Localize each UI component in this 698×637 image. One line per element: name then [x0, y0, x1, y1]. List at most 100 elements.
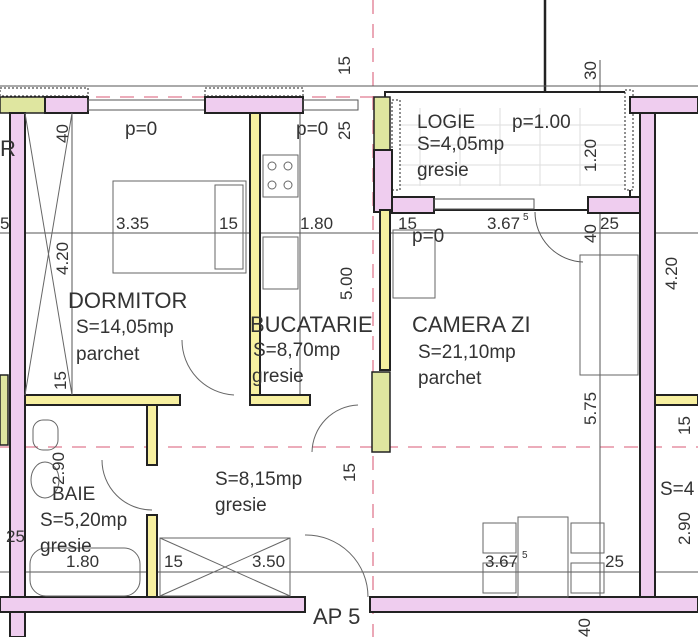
room-hol: S=8,15mp gresie [215, 469, 302, 516]
room-name: DORMITOR [68, 288, 187, 313]
level-label: p=0 [412, 226, 444, 247]
room-area: S=4,05mp [417, 134, 504, 155]
room-baie: BAIE S=5,20mp gresie [40, 484, 127, 557]
dimension-labels: 3.35 15 1.80 15 3.67 5 25 40 4.20 15 25 … [0, 56, 694, 637]
room-name: BUCATARIE [250, 312, 373, 337]
washbasin [30, 461, 60, 499]
stove [262, 154, 299, 198]
svg-text:15: 15 [340, 463, 359, 482]
hatched-wall [0, 96, 46, 114]
svg-text:5: 5 [0, 214, 9, 233]
svg-text:15: 15 [398, 214, 417, 233]
insulation [624, 89, 634, 191]
toilet [32, 419, 59, 451]
room-floor: gresie [215, 495, 267, 516]
wall [44, 96, 89, 114]
room-name: BAIE [52, 484, 95, 505]
room-area: S=8,70mp [253, 340, 340, 361]
wall-baie [146, 404, 158, 466]
apartment-label: AP 5 [313, 604, 360, 629]
svg-text:30: 30 [581, 61, 600, 80]
dimension-lines [0, 60, 698, 600]
bathtub [29, 547, 141, 597]
wall [587, 196, 641, 214]
svg-text:25: 25 [605, 552, 624, 571]
wall-bottom [369, 596, 698, 613]
svg-text:2.90: 2.90 [675, 512, 694, 545]
partial-room-label: R [0, 136, 16, 161]
room-area: S=5,20mp [40, 510, 127, 531]
window [302, 99, 359, 111]
wall-bucatarie-camera [379, 209, 391, 371]
wall [391, 196, 435, 214]
table [517, 516, 569, 598]
window [87, 99, 206, 111]
svg-text:1.80: 1.80 [300, 214, 333, 233]
insulation [0, 87, 89, 97]
window [433, 198, 535, 210]
bed [112, 180, 247, 274]
sink [262, 236, 299, 290]
svg-text:40: 40 [575, 618, 594, 637]
svg-text:5.00: 5.00 [337, 267, 356, 300]
insulation [391, 99, 401, 191]
room-name: CAMERA ZI [412, 312, 531, 337]
furniture [24, 112, 639, 598]
room-area: S=21,10mp [418, 342, 516, 363]
svg-text:25: 25 [6, 527, 25, 546]
level-label: p=0 [296, 119, 328, 140]
room-floor: gresie [417, 160, 469, 181]
svg-text:40: 40 [53, 124, 72, 143]
svg-text:40: 40 [581, 224, 600, 243]
svg-text:15: 15 [675, 416, 694, 435]
door-swing [534, 211, 584, 263]
wall-bucatarie [249, 394, 311, 406]
hatched-wall [373, 96, 391, 151]
svg-text:3.50: 3.50 [252, 552, 285, 571]
wall [373, 149, 393, 213]
svg-text:4.20: 4.20 [662, 257, 681, 290]
wall-left [9, 112, 26, 637]
svg-text:2.90: 2.90 [49, 452, 68, 485]
room-camera-zi: p=0 CAMERA ZI S=21,10mp parchet [412, 226, 531, 389]
wall-right [639, 112, 656, 604]
wall [204, 96, 304, 114]
svg-text:3.35: 3.35 [116, 214, 149, 233]
room-area: S=8,15mp [215, 469, 302, 490]
svg-text:15: 15 [164, 552, 183, 571]
svg-text:25: 25 [600, 214, 619, 233]
svg-text:15: 15 [51, 371, 70, 390]
room-floor: gresie [40, 536, 92, 557]
wall [629, 96, 698, 114]
svg-text:5: 5 [523, 212, 529, 223]
svg-text:15: 15 [219, 214, 238, 233]
wall-baie [146, 514, 158, 601]
room-area: S=14,05mp [76, 317, 174, 338]
level-label: p=0 [125, 119, 157, 140]
svg-text:1.20: 1.20 [581, 139, 600, 172]
insulation [204, 87, 304, 97]
hatched-wall [371, 371, 391, 453]
level-label: p=1.00 [512, 112, 571, 133]
svg-text:4.20: 4.20 [53, 242, 72, 275]
svg-text:15: 15 [335, 56, 354, 75]
wall-dormitor-baie [24, 394, 181, 406]
room-floor: parchet [418, 368, 482, 389]
wall-yellow [654, 394, 698, 406]
svg-text:3.67: 3.67 [485, 552, 518, 571]
room-name: LOGIE [417, 112, 475, 133]
tile-grid [400, 108, 625, 186]
hatched-wall [0, 374, 9, 446]
room-logie: LOGIE p=1.00 S=4,05mp gresie [417, 112, 571, 181]
svg-text:3.67: 3.67 [487, 214, 520, 233]
room-floor: parchet [76, 344, 140, 365]
svg-text:1.80: 1.80 [66, 552, 99, 571]
svg-text:25: 25 [335, 121, 354, 140]
room-floor: gresie [252, 366, 304, 387]
room-dormitor: p=0 DORMITOR S=14,05mp parchet [68, 119, 187, 365]
wall-bottom [0, 596, 306, 613]
svg-text:5: 5 [522, 550, 528, 561]
partial-room-label: S=4 [660, 479, 695, 500]
svg-text:5.75: 5.75 [581, 392, 600, 425]
